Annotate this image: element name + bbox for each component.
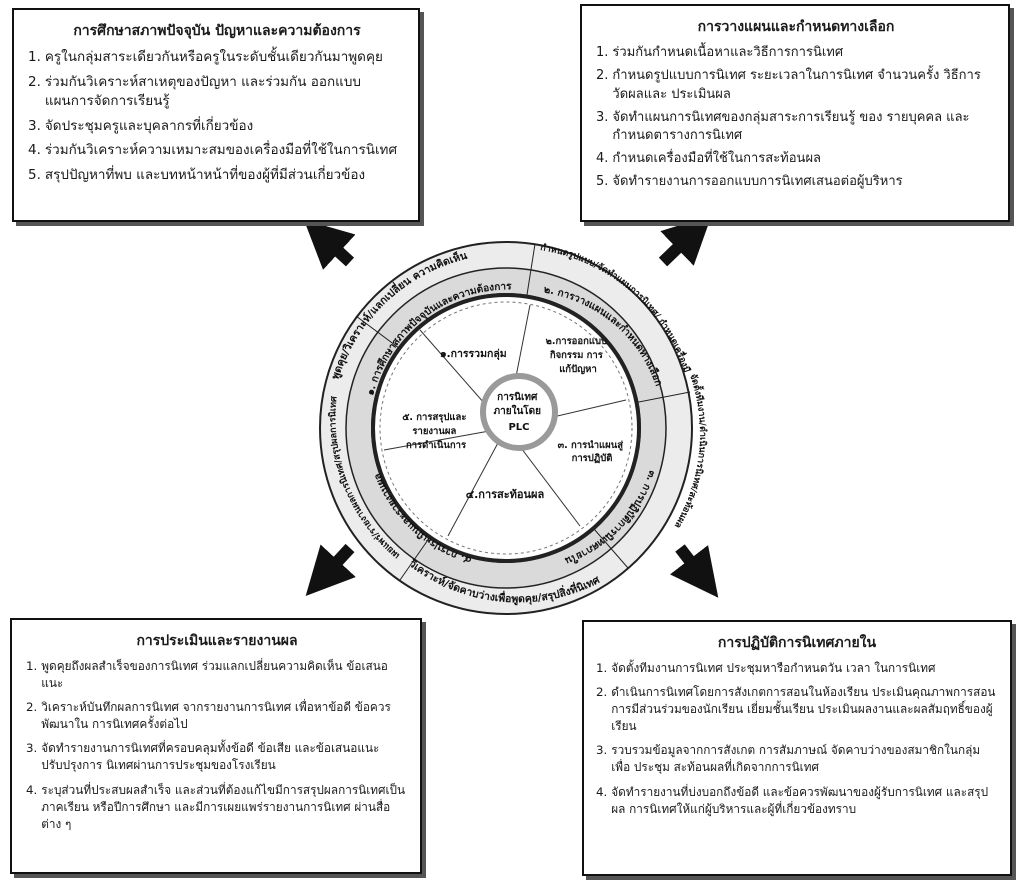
list-item: 1.ครูในกลุ่มสาระเดียวกันหรือครูในระดับชั… xyxy=(28,48,406,68)
item-number: 4. xyxy=(26,782,38,797)
item-number: 2. xyxy=(28,73,41,90)
list-item: 1.พูดคุยถึงผลสำเร็จของการนิเทศ ร่วมแลกเป… xyxy=(26,658,408,692)
item-text: พูดคุยถึงผลสำเร็จของการนิเทศ ร่วมแลกเปลี… xyxy=(41,659,388,691)
segment-2-label: ๒.การออกแบบ กิจกรรม การ แก้ปัญหา xyxy=(546,336,611,375)
item-number: 4. xyxy=(28,142,41,159)
list-item: 3.จัดทำรายงานการนิเทศที่ครอบคลุมทั้งข้อด… xyxy=(26,740,408,774)
segment-5-label: ๕. การสรุปและ รายงานผล การดำเนินการ xyxy=(402,411,470,451)
item-text: จัดทำรายงานการนิเทศที่ครอบคลุมทั้งข้อดี … xyxy=(41,741,380,773)
list-item: 4.กำหนดเครื่องมือที่ใช้ในการสะท้อนผล xyxy=(596,150,996,169)
page-top-edge xyxy=(8,0,68,6)
item-number: 5. xyxy=(596,174,609,190)
item-number: 3. xyxy=(26,741,38,756)
item-number: 4. xyxy=(596,784,608,799)
list-item: 5.สรุปปัญหาที่พบ และบทหน้าหน้าที่ของผู้ท… xyxy=(28,166,406,186)
item-text: จัดทำรายงานการออกแบบการนิเทศเสนอต่อผู้บร… xyxy=(612,174,903,190)
item-number: 4. xyxy=(596,151,609,167)
item-text: รวบรวมข้อมูลจากการสังเกต การสัมภาษณ์ จัด… xyxy=(611,743,981,775)
list-item: 1.ร่วมกันกำหนดเนื้อหาและวิธีการการนิเทศ xyxy=(596,44,996,63)
item-number: 3. xyxy=(596,743,608,758)
item-number: 2. xyxy=(596,685,608,700)
item-text: สรุปปัญหาที่พบ และบทหน้าหน้าที่ของผู้ที่… xyxy=(44,166,366,183)
list-item: 4.ระบุส่วนที่ประสบผลสำเร็จ และส่วนที่ต้อ… xyxy=(26,782,408,833)
item-number: 1. xyxy=(596,45,609,60)
item-number: 1. xyxy=(26,659,38,673)
item-text: จัดตั้งทีมงานการนิเทศ ประชุมหารือกำหนดวั… xyxy=(611,661,936,675)
segment-4-label: ๔.การสะท้อนผล xyxy=(466,488,545,501)
segment-1-label: ๑.การรวมกลุ่ม xyxy=(440,348,507,361)
item-number: 3. xyxy=(596,109,609,125)
list-item: 2.วิเคราะห์บันทึกผลการนิเทศ จากรายงานการ… xyxy=(26,699,408,733)
item-text: ระบุส่วนที่ประสบผลสำเร็จ และส่วนที่ต้องแ… xyxy=(41,782,406,831)
planning-box: การวางแผนและกำหนดทางเลือก 1.ร่วมกันกำหนด… xyxy=(580,4,1010,222)
box-title: การปฏิบัติการนิเทศภายใน xyxy=(717,635,877,651)
arrow-down-right-icon xyxy=(670,544,719,598)
center-line-1: การนิเทศ xyxy=(497,391,538,403)
list-item: 5.จัดทำรายงานการออกแบบการนิเทศเสนอต่อผู้… xyxy=(596,173,996,192)
item-number: 1. xyxy=(28,49,41,65)
item-text: ครูในกลุ่มสาระเดียวกันหรือครูในระดับชั้น… xyxy=(44,49,383,65)
list-item: 1.จัดตั้งทีมงานการนิเทศ ประชุมหารือกำหนด… xyxy=(596,660,998,677)
box-list: 1.ร่วมกันกำหนดเนื้อหาและวิธีการการนิเทศ … xyxy=(596,44,996,192)
list-item: 3.จัดประชุมครูและบุคลากรที่เกี่ยวข้อง xyxy=(28,117,406,137)
list-item: 4.ร่วมกันวิเคราะห์ความเหมาะสมของเครื่องม… xyxy=(28,141,406,161)
list-item: 3.รวบรวมข้อมูลจากการสังเกต การสัมภาษณ์ จ… xyxy=(596,742,998,776)
item-number: 5. xyxy=(28,166,41,183)
arrow-down-left-icon xyxy=(305,543,356,597)
inner-dashed-ring xyxy=(379,301,633,555)
item-number: 1. xyxy=(596,661,608,675)
item-number: 3. xyxy=(28,117,41,134)
center-line-2: ภายในโดย xyxy=(494,404,542,417)
center-hub xyxy=(480,373,558,451)
internal-supervision-box: การปฏิบัติการนิเทศภายใน 1.จัดตั้งทีมงานก… xyxy=(582,620,1012,876)
item-number: 2. xyxy=(596,67,609,83)
item-text: วิเคราะห์บันทึกผลการนิเทศ จากรายงานการนิ… xyxy=(41,700,391,732)
arrow-up-left-icon xyxy=(303,219,356,270)
item-text: กำหนดรูปแบบการนิเทศ ระยะเวลาในการนิเทศ จ… xyxy=(612,67,981,102)
item-text: กำหนดเครื่องมือที่ใช้ในการสะท้อนผล xyxy=(612,151,822,167)
list-item: 4.จัดทำรายงานที่บ่งบอกถึงข้อดี และข้อควร… xyxy=(596,784,998,818)
center-label: การนิเทศ ภายในโดย PLC xyxy=(494,391,545,433)
list-item: 2.กำหนดรูปแบบการนิเทศ ระยะเวลาในการนิเทศ… xyxy=(596,67,996,105)
item-number: 2. xyxy=(26,700,38,715)
item-text: ร่วมกันกำหนดเนื้อหาและวิธีการการนิเทศ xyxy=(612,45,844,60)
item-text: จัดประชุมครูและบุคลากรที่เกี่ยวข้อง xyxy=(44,117,254,134)
box-list: 1.พูดคุยถึงผลสำเร็จของการนิเทศ ร่วมแลกเป… xyxy=(26,658,408,833)
current-situation-box: การศึกษาสภาพปัจจุบัน ปัญหาและความต้องการ… xyxy=(12,8,420,222)
center-line-3: PLC xyxy=(508,422,529,433)
box-list: 1.จัดตั้งทีมงานการนิเทศ ประชุมหารือกำหนด… xyxy=(596,660,998,818)
list-item: 2.ดำเนินการนิเทศโดยการสังเกตการสอนในห้อง… xyxy=(596,684,998,735)
item-text: จัดทำแผนการนิเทศของกลุ่มสาระการเรียนรู้ … xyxy=(612,109,970,144)
item-text: ร่วมกันวิเคราะห์สาเหตุของปัญหา และร่วมกั… xyxy=(44,73,361,110)
box-title: การวางแผนและกำหนดทางเลือก xyxy=(697,19,895,35)
segment-3-label: ๓. การนำแผนสู่ การปฏิบัติ xyxy=(558,440,627,464)
segment-divider xyxy=(447,427,507,537)
evaluation-report-box: การประเมินและรายงานผล 1.พูดคุยถึงผลสำเร็… xyxy=(10,618,422,874)
item-text: จัดทำรายงานที่บ่งบอกถึงข้อดี และข้อควรพั… xyxy=(611,784,989,816)
box-title: การศึกษาสภาพปัจจุบัน ปัญหาและความต้องการ xyxy=(73,23,361,39)
list-item: 2.ร่วมกันวิเคราะห์สาเหตุของปัญหา และร่วม… xyxy=(28,73,406,112)
box-title: การประเมินและรายงานผล xyxy=(136,633,298,649)
list-item: 3.จัดทำแผนการนิเทศของกลุ่มสาระการเรียนรู… xyxy=(596,109,996,147)
item-text: ร่วมกันวิเคราะห์ความเหมาะสมของเครื่องมือ… xyxy=(44,142,398,159)
item-text: ดำเนินการนิเทศโดยการสังเกตการสอนในห้องเร… xyxy=(611,685,996,734)
arrow-up-right-icon xyxy=(658,215,712,267)
box-list: 1.ครูในกลุ่มสาระเดียวกันหรือครูในระดับชั… xyxy=(28,48,406,185)
